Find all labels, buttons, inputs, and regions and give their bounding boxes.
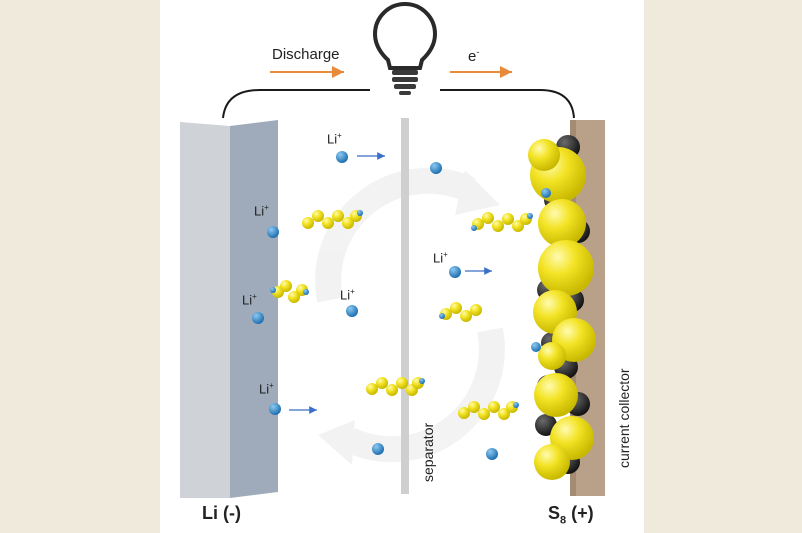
cathode-label: S8 (+) xyxy=(548,503,594,527)
circuit-wire xyxy=(222,89,575,119)
separator-bar xyxy=(401,118,409,494)
ion-arrows xyxy=(289,152,492,414)
lithium-ions xyxy=(252,151,498,460)
electron-label: e- xyxy=(468,47,480,65)
polysulfide-chains xyxy=(270,210,533,420)
anode-label: Li (-) xyxy=(202,503,241,523)
light-bulb-icon xyxy=(372,2,438,95)
sulfur-particles xyxy=(528,139,596,480)
discharge-label: Discharge xyxy=(272,46,340,63)
li-ion-label-5: Li+ xyxy=(340,287,355,303)
li-ion-label-1: Li+ xyxy=(327,131,342,147)
li-ion-label-4: Li+ xyxy=(242,292,257,308)
li-anode xyxy=(180,120,278,498)
separator-label: separator xyxy=(420,422,436,482)
current-collector-label: current collector xyxy=(616,368,632,468)
li-ion-label-3: Li+ xyxy=(433,250,448,266)
li-ion-label-2: Li+ xyxy=(254,203,269,219)
li-ion-label-6: Li+ xyxy=(259,381,274,397)
